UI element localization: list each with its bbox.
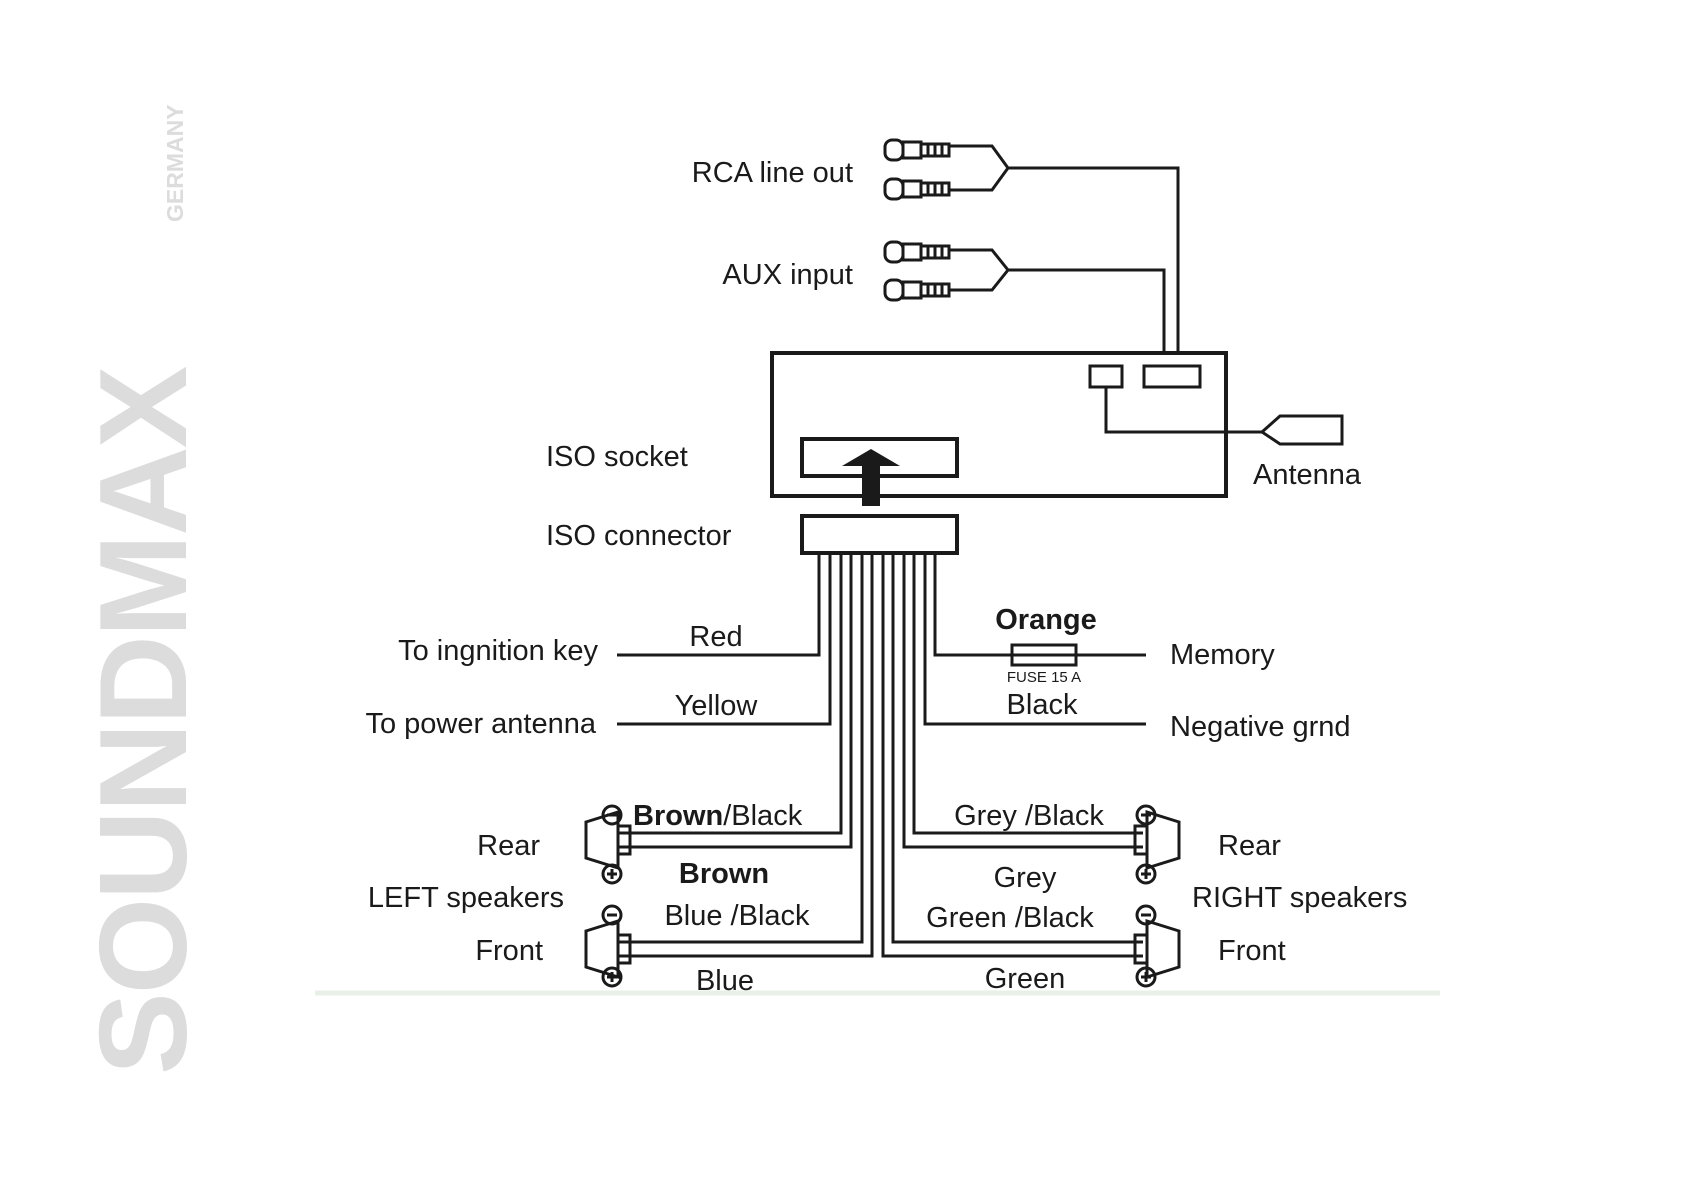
label-memory: Memory (1170, 639, 1275, 671)
minus-icon (1135, 804, 1157, 826)
antenna-plug (1104, 387, 1344, 446)
label-left-speakers: LEFT speakers (368, 882, 564, 914)
plus-icon (601, 863, 623, 885)
iso-connector (800, 514, 959, 555)
plus-icon (601, 966, 623, 988)
label-to-power-antenna: To power antenna (365, 708, 596, 740)
wire-label-grey: Grey (994, 862, 1057, 894)
fuse-label: FUSE 15 A (1007, 669, 1081, 686)
label-right-front: Front (1218, 935, 1286, 967)
label-right-speakers: RIGHT speakers (1192, 882, 1407, 914)
brand-sub: GERMANY (162, 104, 188, 222)
label-left-front: Front (475, 935, 543, 967)
wire-label-black: Black (1007, 689, 1078, 721)
brand-name: SOUNDMAX (75, 366, 213, 1075)
wire-label-blue-black: Blue /Black (664, 900, 810, 932)
wire-label-orange: Orange (995, 604, 1097, 636)
label-to-ignition: To ingnition key (398, 635, 598, 667)
label-left-rear: Rear (477, 830, 540, 862)
label-iso-socket: ISO socket (546, 441, 688, 473)
wire-label-red: Red (689, 621, 742, 653)
brand-logo: SOUNDMAX GERMANY (75, 104, 213, 1075)
wire-label-green: Green (985, 963, 1066, 995)
minus-icon (601, 904, 623, 926)
minus-icon (1135, 904, 1157, 926)
wire-bundle-left (617, 553, 874, 958)
wire-label-yellow: Yellow (675, 690, 759, 722)
speaker-icon (1133, 809, 1181, 871)
label-antenna: Antenna (1253, 459, 1362, 491)
wire-label-brown: Brown (679, 858, 769, 890)
wire-bundle-right (881, 553, 1146, 958)
rca-line-out-connectors (883, 138, 1180, 365)
rca-plug-icon (883, 177, 951, 201)
aux-input-connectors (883, 240, 1166, 365)
arrow-shaft (862, 466, 880, 506)
minus-icon (601, 804, 623, 826)
rca-plug-icon (883, 278, 951, 302)
speaker-icon (584, 809, 632, 871)
label-aux-input: AUX input (722, 259, 853, 291)
plus-icon (1135, 863, 1157, 885)
fuse-icon (1010, 643, 1078, 667)
wire-label-grey-black: Grey /Black (954, 800, 1104, 832)
label-iso-connector: ISO connector (546, 520, 732, 552)
label-right-rear: Rear (1218, 830, 1281, 862)
plus-icon (1135, 966, 1157, 988)
rca-port (1142, 364, 1202, 389)
wire-label-brown-black: Brown/Black (633, 800, 803, 832)
label-negative: Negative grnd (1170, 711, 1351, 743)
rca-plug-icon (883, 138, 951, 162)
label-rca-line-out: RCA line out (692, 157, 853, 189)
wire-label-green-black: Green /Black (926, 902, 1094, 934)
wire-label-blue: Blue (696, 965, 754, 997)
rca-plug-icon (883, 240, 951, 264)
